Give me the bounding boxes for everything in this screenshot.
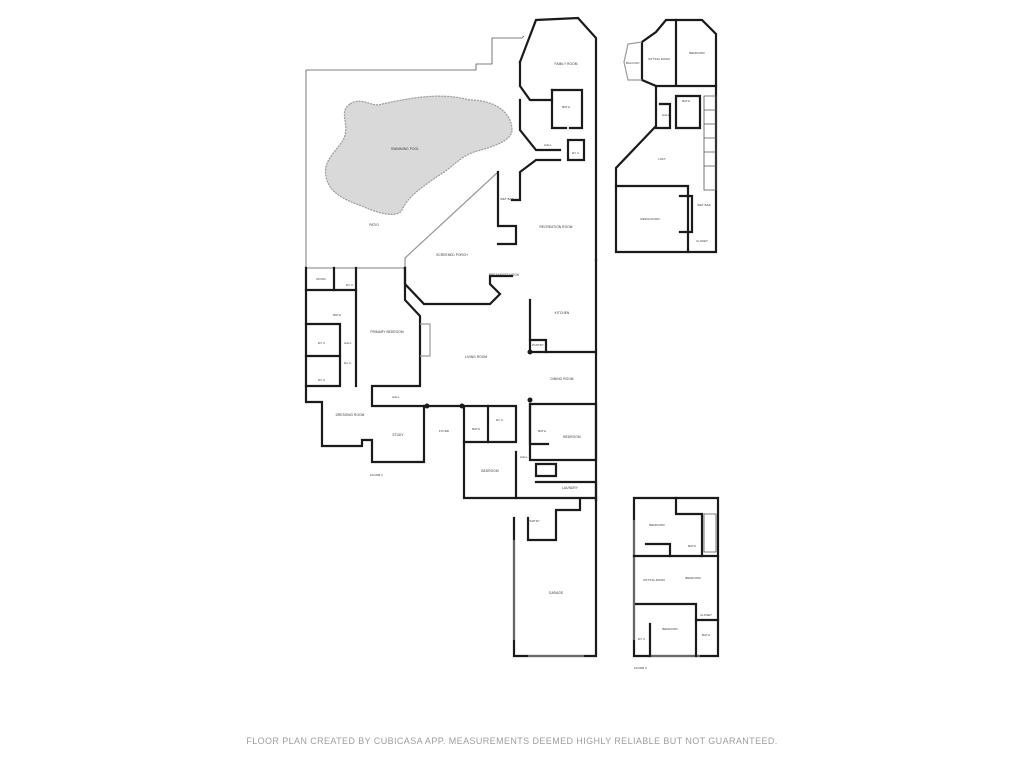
room-label-dressing-room: DRESSING ROOM: [336, 413, 365, 417]
laundry-closet: [534, 462, 558, 478]
room-label-loft: LOFT: [658, 157, 666, 161]
upper-bath-west-wall: [550, 88, 568, 130]
upper-bath-walls: [550, 88, 584, 130]
room-label-wic-a: W.I.C.: [346, 283, 354, 287]
disclaimer-footer: FLOOR PLAN CREATED BY CUBICASA APP. MEAS…: [246, 736, 778, 746]
upper-closet: [654, 102, 672, 130]
room-label-closet-second: CLOSET: [700, 613, 712, 617]
room-label-bedroom-east: BEDROOM: [563, 435, 580, 439]
room-label-wic-c: W.I.C.: [318, 378, 326, 382]
room-label-dining-room: DINING ROOM: [550, 377, 573, 381]
room-label-bath-top: BATH: [688, 544, 696, 548]
room-label-bath-bottom: BATH: [702, 633, 710, 637]
room-label-recreation-room: RECREATION ROOM: [540, 225, 573, 229]
patio-outline: [306, 35, 525, 71]
room-label-wic-center: W.I.C.: [496, 418, 504, 422]
upper-stair-treads: [704, 109, 716, 167]
second-floor-plan: BEDROOM BATH SITTING ROOM BEDROOM BEDROO…: [632, 496, 720, 670]
swimming-pool-shape: [324, 95, 513, 215]
fireplace: [420, 323, 431, 357]
closet-top-walls: [644, 542, 672, 558]
floor-tag-second: FLOOR 2: [634, 666, 647, 670]
room-label-sitting-room: SITTING ROOM: [643, 578, 665, 582]
second-floor-stairs: [703, 513, 717, 553]
room-label-primary-bedroom: PRIMARY BEDROOM: [370, 330, 404, 334]
room-label-hall-laundry: HALL: [520, 455, 528, 459]
room-label-swimming-pool: SWIMMING POOL: [391, 147, 419, 151]
dining-column: [527, 397, 533, 403]
breakfast-nook-walls: [403, 266, 514, 306]
room-label-hall-upper-b: HALL: [662, 113, 670, 117]
upper-hall-wall: [518, 98, 562, 152]
balcony-arc: [623, 41, 643, 81]
room-label-family-room: FAMILY ROOM: [555, 62, 578, 66]
room-label-hall-center: HALL: [392, 395, 400, 399]
room-label-wic-upper: W.I.C.: [572, 151, 580, 155]
room-label-bedroom-bottom: BEDROOM: [662, 627, 678, 631]
family-room-west-wall: [518, 60, 554, 102]
room-label-laundry: LAUNDRY: [562, 486, 579, 490]
upper-stairs: [703, 95, 717, 191]
room-label-pantry: PANTRY: [532, 343, 544, 347]
room-label-bath-center: BATH: [472, 427, 480, 431]
kitchen-column: [527, 349, 533, 355]
room-label-wic-second: W.I.C.: [638, 637, 646, 641]
room-label-sitting-room-upper: SITTING ROOM: [648, 57, 670, 61]
wet-bar-walls: [496, 170, 518, 246]
room-label-hall-upper: HALL: [544, 143, 552, 147]
room-label-closet-upper: CLOSET: [696, 239, 708, 243]
bedroom-bottom-walls: [634, 602, 698, 658]
room-label-breakfast-nook: BREAKFAST NOOK: [489, 273, 520, 277]
room-label-balcony: BALCONY: [626, 61, 640, 65]
room-label-wet-bar-upper: WET BAR: [697, 203, 710, 207]
room-label-patio: PATIO: [369, 223, 379, 227]
room-label-bedroom-top: BEDROOM: [649, 523, 665, 527]
family-room-walls: [518, 16, 598, 262]
room-label-bath-upper-b: BATH: [682, 99, 690, 103]
center-bath-walls: [462, 404, 518, 444]
room-label-bath-upper: BATH: [562, 105, 570, 109]
room-label-room-nw: ROOM: [316, 277, 326, 281]
primary-bath-walls: [332, 266, 358, 388]
kitchen-pantry-walls: [528, 338, 548, 354]
main-floor-plan: FAMILY ROOM BATH W.I.C. HALL SWIMMING PO…: [304, 16, 598, 658]
recreation-room-north-wall: [510, 158, 562, 202]
bath-top-walls: [674, 496, 704, 558]
room-label-study: STUDY: [392, 433, 404, 437]
room-label-bath-primary: BATH: [333, 313, 341, 317]
room-label-media-room: MEDIA ROOM: [640, 217, 660, 221]
room-label-bedroom-mid: BEDROOM: [685, 576, 701, 580]
south-pantry-walls: [526, 498, 582, 542]
room-label-wic-d: W.I.C.: [344, 361, 352, 365]
center-bedroom-walls: [462, 440, 518, 500]
room-label-bath-east: BATH: [538, 429, 546, 433]
room-label-pantry-south: PANTRY: [528, 519, 540, 523]
foyer-column-west: [424, 403, 430, 409]
room-label-foyer: FOYER: [439, 429, 449, 433]
media-room-walls: [614, 184, 690, 254]
laundry-walls: [534, 480, 598, 502]
room-label-hall-west: HALL: [344, 341, 352, 345]
room-label-bedroom-center: BEDROOM: [481, 469, 498, 473]
east-bath-walls: [528, 402, 550, 446]
primary-suite-walls: [304, 266, 426, 464]
room-label-garage: GARAGE: [549, 591, 563, 595]
upper-closet-walls: [566, 138, 586, 162]
wet-bar-walls-upper: [678, 194, 694, 234]
screened-porch-windows: [404, 171, 499, 259]
upper-bath-walls-b: [674, 94, 702, 130]
upper-floor-plan: BALCONY SITTING ROOM BEDROOM BATH HALL L…: [614, 18, 718, 254]
room-label-living-room: LIVING ROOM: [465, 355, 488, 359]
room-label-screened-porch: SCREENED PORCH: [436, 253, 468, 257]
floor-tag-main: FLOOR 1: [370, 473, 383, 477]
room-label-kitchen: KITCHEN: [555, 311, 570, 315]
room-label-bedroom-upper: BEDROOM: [689, 51, 705, 55]
room-label-wet-bar: WET BAR: [500, 197, 513, 201]
room-label-wic-b: W.I.C.: [318, 341, 326, 345]
